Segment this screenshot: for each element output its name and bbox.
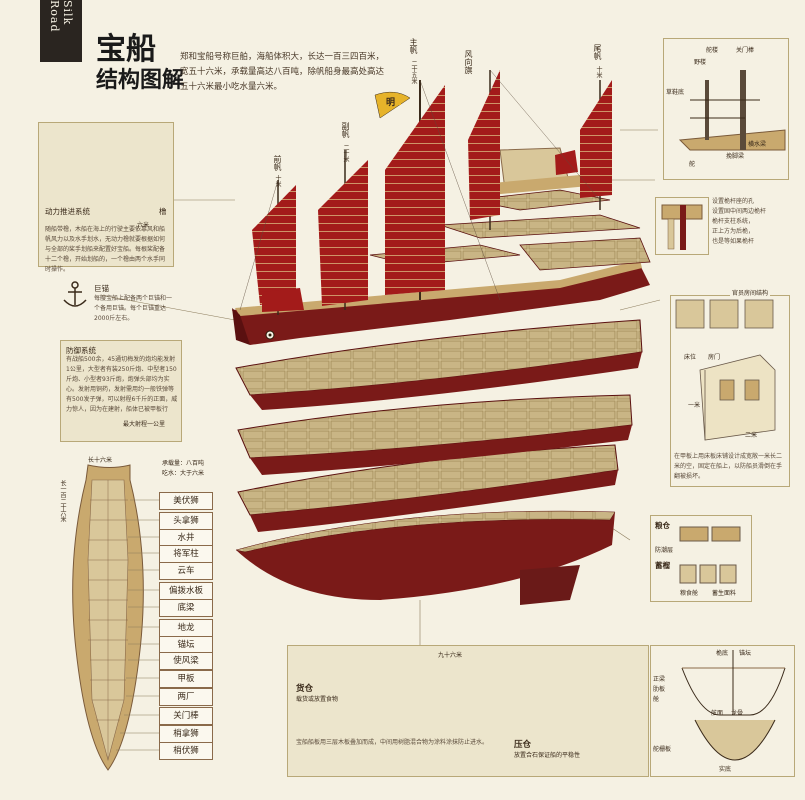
section-label: 正梁: [653, 676, 666, 683]
plan-width: 长十六米: [88, 457, 113, 464]
cabin-illustration: [675, 299, 776, 441]
ballast-sub: 放置合石保证船的平稳性: [514, 752, 581, 759]
leader-lines: [99, 129, 661, 645]
cargo-type-grain: 粮仓: [655, 521, 670, 530]
cargo-hold-sub: 载货或放置食物: [296, 696, 339, 703]
part-label: 地龙: [159, 619, 213, 637]
plan-scale-1: 承载量：八百吨: [162, 460, 205, 467]
ballast-title: 压仓: [514, 740, 532, 750]
mast-label-second: 副帆: [341, 122, 350, 138]
hull-length: 九十六米: [438, 652, 463, 659]
section-label: 桅底: [716, 650, 729, 657]
part-label: 梢拿狮: [159, 725, 213, 743]
cargo-hold-title: 货仓: [296, 684, 314, 694]
part-label: 关门棒: [159, 707, 213, 725]
part-label: 偏拨水板: [159, 582, 213, 600]
rudder-label: 横水梁: [748, 141, 767, 148]
silk-road-tag: Silk Road: [40, 0, 82, 62]
hull-desc: 宝船船板用三层木板叠加而成，中间用树脂混合物为涂料涂抹防止进水。: [296, 739, 489, 746]
part-label: 云车: [159, 562, 213, 580]
mast-label-wind: 风向旗: [464, 50, 473, 74]
cabin-label: 二米: [745, 432, 758, 439]
cargo-type-store-sub2: 蓄生面料: [712, 590, 737, 597]
mast-base-text: 设置桅杆座的孔 设置固中间两边桅杆 桅杆支柱系统， 正上方为后桅， 也是等如果桅…: [712, 197, 792, 247]
cross-section-illustration: [681, 650, 786, 761]
plan-length: 长一百二十六米: [59, 480, 66, 522]
mast-base-line: 正上方为后桅，: [712, 228, 755, 235]
part-label: 甲板: [159, 670, 213, 688]
cannon-range: 最大射程一公里: [123, 421, 166, 428]
cabin-label: 床位: [684, 354, 697, 361]
top-plan-hull: [72, 464, 159, 771]
cabin-desc: 在甲板上用床板床铺设计成宽敞一米长二米的空，固定在船上，以防船员滑倒在手翻被损坏…: [674, 453, 783, 480]
rudder-label: 草鞋底: [666, 89, 685, 96]
propulsion-panel: 动力推进系统 橹 六米 随船带橹，木船在海上的行驶主要依靠风和船帆风力以及水手划…: [38, 122, 174, 273]
rudder-panel: 舵楼 关门棒 野楼 草鞋底 舵 挽脚梁 横水梁: [663, 38, 789, 180]
anchor-desc: 每艘宝船上配备两个巨锚和一个备用巨锚。每个巨锚重达2000斤左右。: [94, 295, 173, 322]
section-label: 锚坛: [739, 650, 752, 657]
weapons-desc: 有战船500余，45通切梅发的炮均能发射1公里，大型者有装250斤炮、中型者15…: [66, 356, 178, 413]
section-label: 舵栅板: [653, 746, 672, 753]
page-title: 宝船: [96, 32, 156, 67]
rudder-label: 舵: [689, 161, 696, 168]
cargo-types-illustration: [679, 526, 741, 584]
part-label: 使风梁: [159, 652, 213, 670]
cargo-type-store-sub1: 粮食舱: [680, 590, 699, 597]
part-label: 两厂: [159, 688, 213, 706]
anchor-icon: [63, 281, 87, 307]
propulsion-title: 动力推进系统: [45, 207, 90, 216]
sails: [239, 69, 612, 315]
weapons-title: 防御系统: [66, 346, 96, 355]
part-label: 梢伏狮: [159, 742, 213, 760]
mast-len-second: 二十米: [342, 144, 349, 162]
weapons-panel: 防御系统 有战船500余，45通切梅发的炮均能发射1公里，大型者有装250斤炮、…: [60, 340, 182, 442]
cross-section-panel: 桅底 锚坛 正梁 肋板 舱 舵栅板 舷面 龙骨 实底: [650, 645, 795, 777]
part-label: 美伏狮: [159, 492, 213, 510]
plan-scale-2: 吃水：大于六米: [162, 470, 205, 477]
mast-label-fore: 前帆: [273, 155, 282, 171]
hull-layers: [232, 147, 651, 605]
part-label: 头拿狮: [159, 512, 213, 530]
rudder-label: 舵楼: [706, 47, 719, 54]
cargo-type-grain-sub: 防潮层: [655, 547, 674, 554]
section-label: 舱: [653, 696, 660, 703]
mast-base-line: 设置桅杆座的孔: [712, 198, 755, 205]
mast-base-illustration: [661, 204, 703, 250]
cargo-types-panel: [650, 515, 752, 602]
section-label: 肋板: [653, 686, 666, 693]
section-bottom: 实底: [719, 766, 732, 773]
cabin-label: 房门: [708, 354, 721, 361]
mast-base-panel: [655, 197, 709, 255]
cargo-type-store: 蓄榴: [655, 561, 670, 570]
rudder-label: 野楼: [694, 59, 707, 66]
cabin-title: 官员房间结构: [730, 288, 771, 297]
anchor-title: 巨锚: [94, 284, 109, 293]
mast-len-stern: 十米: [595, 66, 602, 78]
oar-label: 橹: [159, 207, 167, 216]
intro-text: 郑和宝船号称巨舶，海船体积大，长达一百三四百米，宽五十六米，承载量高达八百吨，除…: [180, 52, 385, 92]
section-label: 舷面: [711, 710, 724, 717]
mast-base-line: 桅杆支柱系统，: [712, 218, 755, 225]
rudder-illustration: [678, 70, 786, 151]
rudder-label: 挽脚梁: [726, 153, 745, 160]
rudder-label: 关门棒: [736, 47, 755, 54]
mast-base-line: 设置固中间两边桅杆: [712, 208, 767, 215]
mast-len-main: 二十五米: [410, 60, 417, 84]
propulsion-desc: 随船带橹，木船在海上的行驶主要依靠风和船帆风力以及水手划水，无动力橹就要根据如何…: [45, 226, 166, 273]
section-label: 龙骨: [731, 710, 744, 717]
part-label: 将军柱: [159, 545, 213, 563]
flag-text: 明: [386, 98, 396, 108]
part-label: 底梁: [159, 599, 213, 617]
page-subtitle: 结构图解: [96, 67, 185, 93]
mast-label-stern: 尾帆: [593, 44, 602, 60]
cabin-label: 一米: [688, 402, 701, 409]
oar-length: 六米: [137, 222, 150, 229]
hull-panel: 九十六米 货仓 载货或放置食物 压仓 放置合石保证船的平稳性 宝船船板用三层木板…: [287, 645, 649, 777]
mast-base-line: 也是等如果桅杆: [712, 238, 755, 245]
mast-len-fore: 十米: [274, 175, 281, 187]
mast-label-main: 主帆: [409, 38, 418, 54]
